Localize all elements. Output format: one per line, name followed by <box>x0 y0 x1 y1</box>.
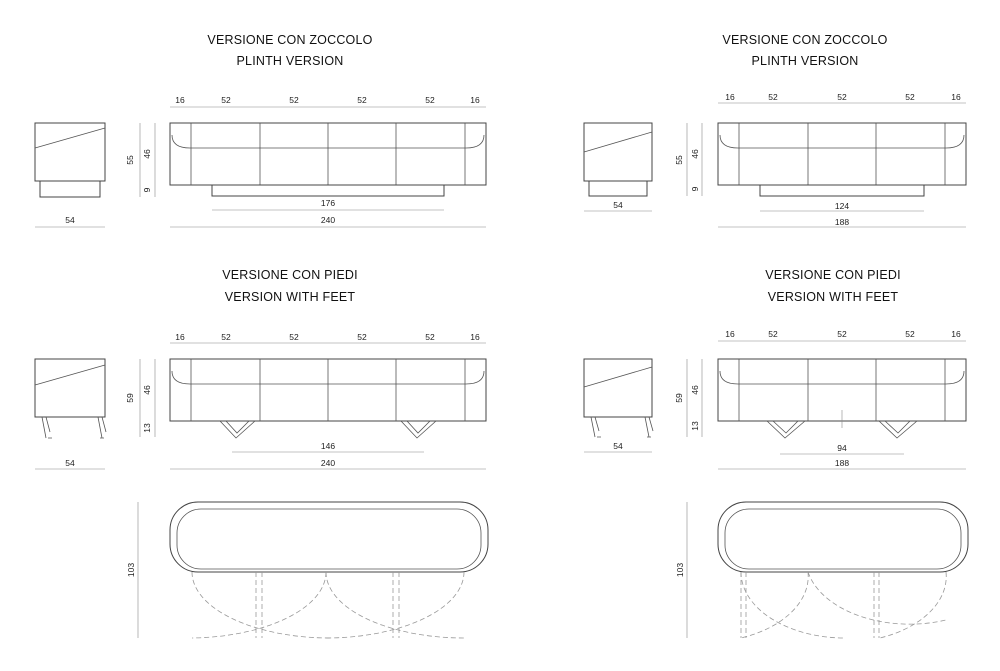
feet-height-label-feet-large: 13 <box>142 423 152 433</box>
segment-label: 52 <box>357 95 367 105</box>
total-height-label-feet-large: 59 <box>125 393 135 403</box>
segment-label: 52 <box>905 92 915 102</box>
plinth-width-label-large: 176 <box>321 198 335 208</box>
plan-depth-label-large: 103 <box>126 563 136 577</box>
total-height-label-feet-small: 59 <box>674 393 684 403</box>
segment-label: 52 <box>289 332 299 342</box>
plan-view-small <box>717 501 969 639</box>
segment-label: 52 <box>768 329 778 339</box>
feet-small-side-view <box>583 358 654 438</box>
segment-label: 52 <box>425 332 435 342</box>
segment-label: 16 <box>175 95 185 105</box>
body-height-label-plinth-large: 46 <box>142 149 152 159</box>
depth-label-feet-small: 54 <box>613 441 623 451</box>
feet-small-front-view <box>717 358 967 439</box>
feet-large-front-view <box>169 358 487 439</box>
segment-label: 52 <box>221 332 231 342</box>
title-plinth-it-large: VERSIONE CON ZOCCOLO <box>207 33 372 47</box>
plinth-large-height-dims <box>139 123 156 197</box>
total-height-label-plinth-small: 55 <box>674 155 684 165</box>
body-height-label-feet-small: 46 <box>690 385 700 395</box>
plinth-height-label-plinth-small: 9 <box>690 186 700 191</box>
title-plinth-it-small: VERSIONE CON ZOCCOLO <box>722 33 887 47</box>
plinth-height-label-plinth-large: 9 <box>142 187 152 192</box>
plinth-small-side-view <box>583 122 653 197</box>
title-feet-en-small: VERSION WITH FEET <box>768 290 899 304</box>
title-feet-it-small: VERSIONE CON PIEDI <box>765 268 901 282</box>
body-height-label-feet-large: 46 <box>142 385 152 395</box>
title-plinth-en-large: PLINTH VERSION <box>237 54 344 68</box>
total-height-label-plinth-large: 55 <box>125 155 135 165</box>
segment-label: 52 <box>837 92 847 102</box>
segment-label: 16 <box>470 332 480 342</box>
segment-label: 16 <box>725 329 735 339</box>
depth-label-plinth-small: 54 <box>613 200 623 210</box>
feet-span-label-large: 146 <box>321 441 335 451</box>
plinth-small-front-view <box>717 122 967 197</box>
title-feet-it-large: VERSIONE CON PIEDI <box>222 268 358 282</box>
body-height-label-plinth-small: 46 <box>690 149 700 159</box>
segment-label: 52 <box>768 92 778 102</box>
total-width-label-feet-large: 240 <box>321 458 335 468</box>
plan-depth-label-small: 103 <box>675 563 685 577</box>
segment-label: 52 <box>905 329 915 339</box>
segment-label: 52 <box>221 95 231 105</box>
total-width-label-plinth-large: 240 <box>321 215 335 225</box>
segment-label: 16 <box>725 92 735 102</box>
segment-label: 52 <box>425 95 435 105</box>
segment-label: 16 <box>470 95 480 105</box>
segment-label: 16 <box>175 332 185 342</box>
plinth-large-side-view <box>34 122 106 198</box>
feet-large-height-dims <box>139 359 156 437</box>
total-width-label-plinth-small: 188 <box>835 217 849 227</box>
plinth-width-label-small: 124 <box>835 201 849 211</box>
total-width-label-feet-small: 188 <box>835 458 849 468</box>
title-feet-en-large: VERSION WITH FEET <box>225 290 356 304</box>
plinth-large-front-view <box>169 122 487 197</box>
feet-small-height-dims <box>686 359 703 437</box>
feet-span-label-small: 94 <box>837 443 847 453</box>
segment-label: 16 <box>951 92 961 102</box>
feet-large-side-view <box>34 358 107 439</box>
plinth-small-height-dims <box>686 123 703 196</box>
plan-view-large <box>169 501 489 639</box>
depth-label-plinth-large: 54 <box>65 215 75 225</box>
depth-label-feet-large: 54 <box>65 458 75 468</box>
segment-label: 52 <box>289 95 299 105</box>
feet-height-label-feet-small: 13 <box>690 421 700 431</box>
segment-label: 52 <box>357 332 367 342</box>
segment-label: 16 <box>951 329 961 339</box>
title-plinth-en-small: PLINTH VERSION <box>752 54 859 68</box>
segment-label: 52 <box>837 329 847 339</box>
